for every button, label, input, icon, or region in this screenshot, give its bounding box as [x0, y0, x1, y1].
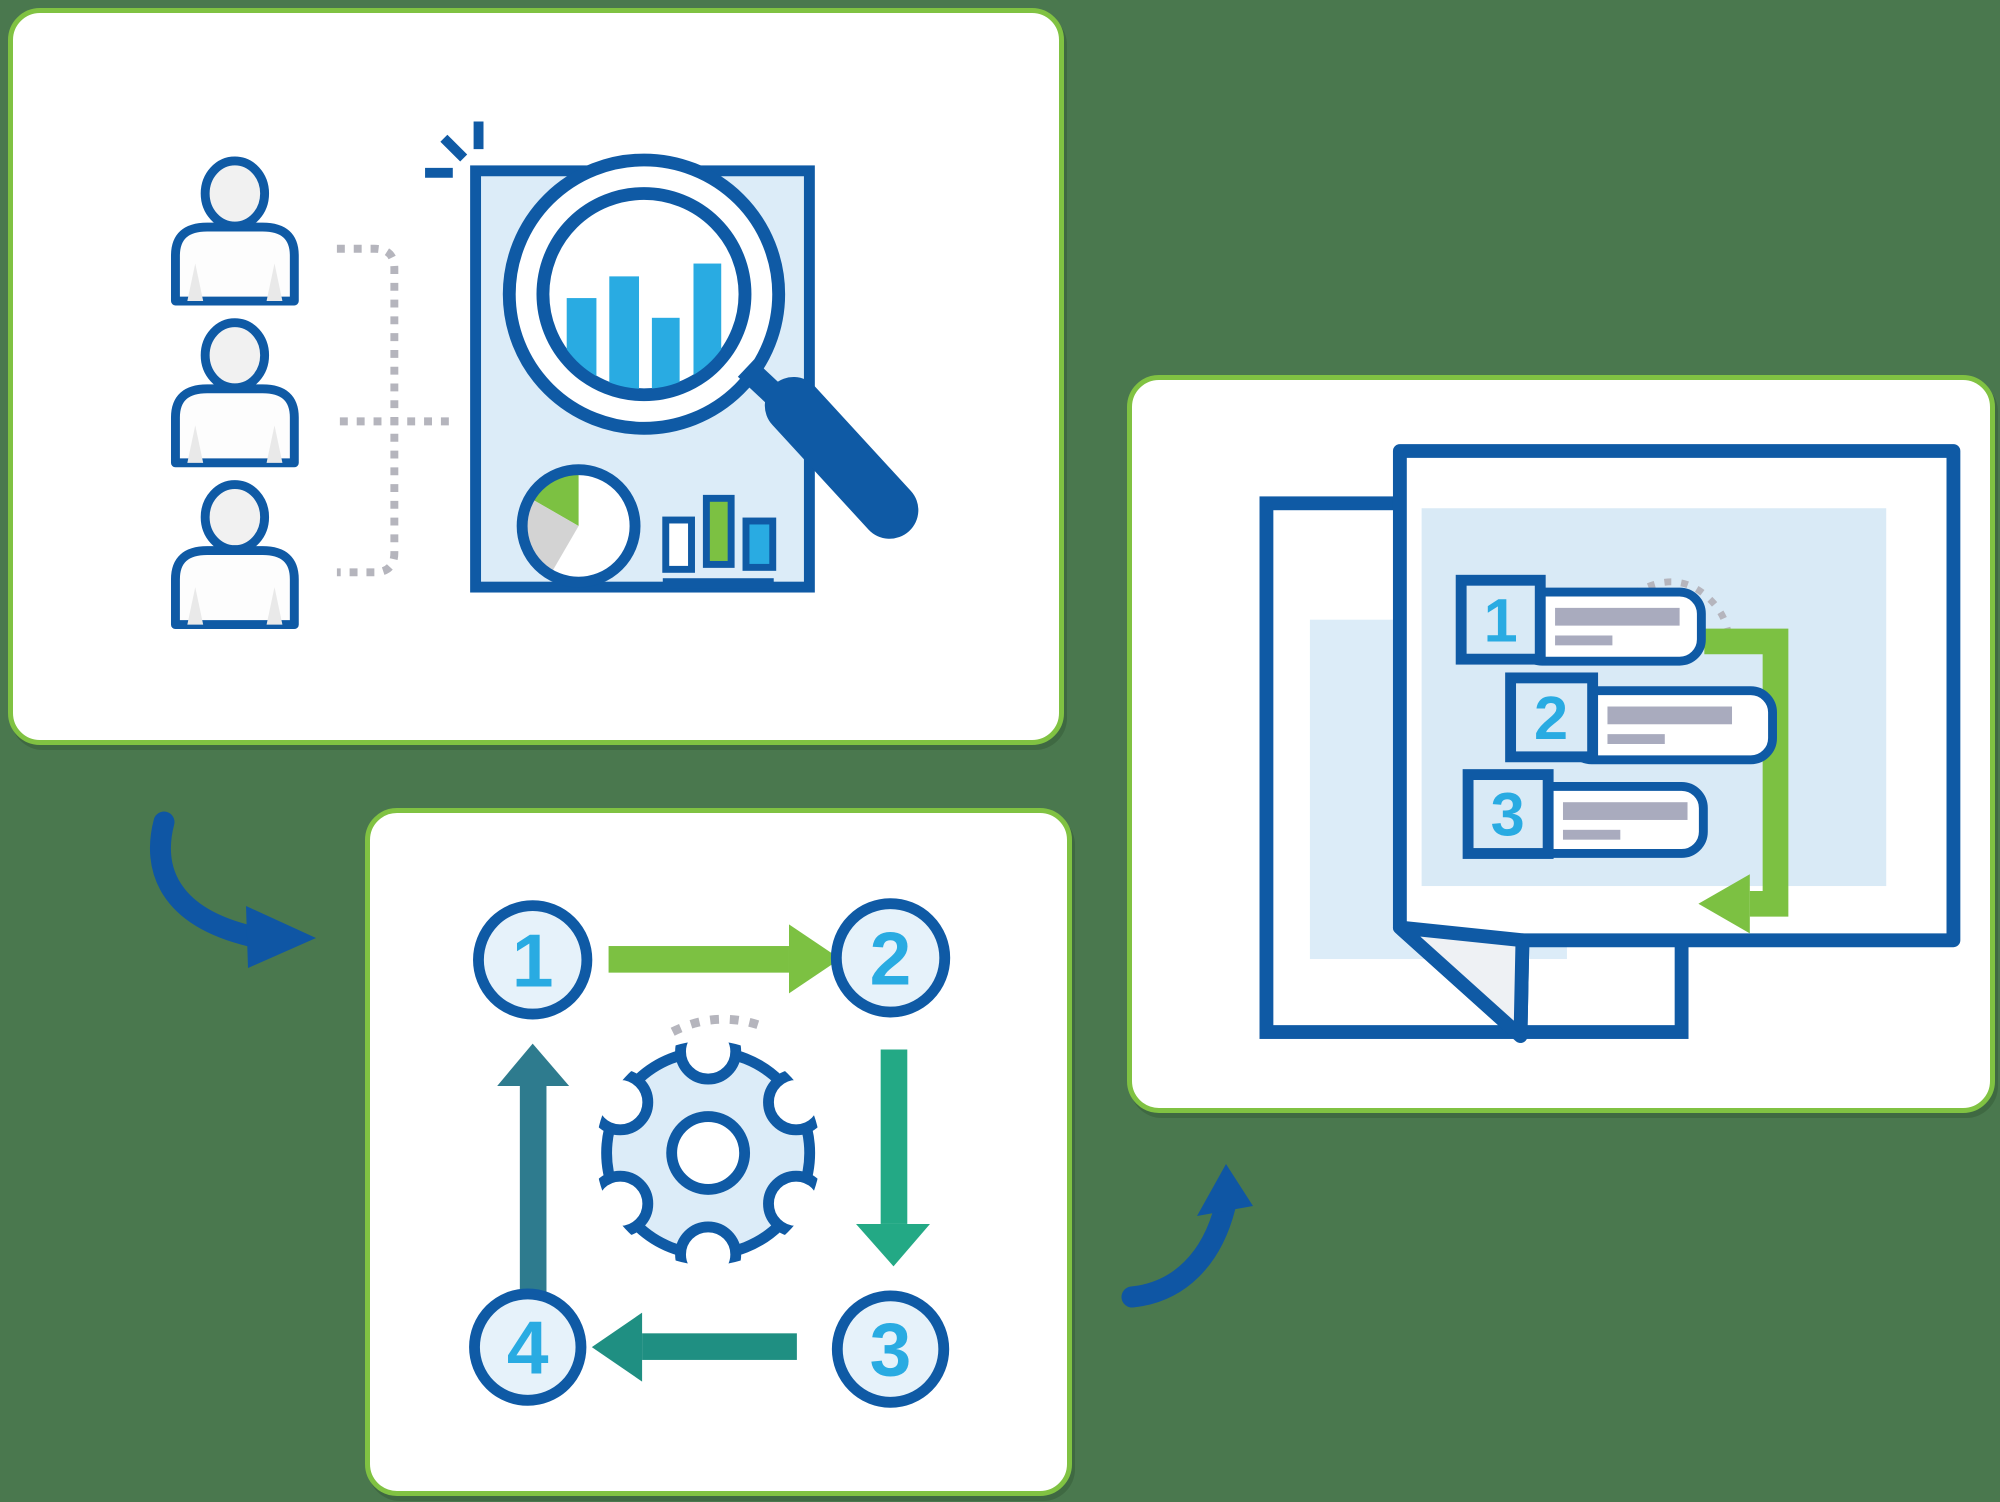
item-number-box [1462, 769, 1554, 859]
item-number-box [1455, 574, 1546, 665]
placeholder-bar [1562, 802, 1688, 820]
dotted-arc [1631, 578, 1733, 642]
step-number: 1 [512, 918, 554, 1002]
research-illustration [170, 121, 919, 630]
flow-arrow-down-icon [856, 1049, 930, 1267]
step-circle-3: 3 [831, 1290, 950, 1408]
curved-arrow-2-icon [1121, 1164, 1253, 1308]
item-number-box [1505, 672, 1599, 763]
step-number: 4 [507, 1306, 549, 1390]
people-group-icon [170, 156, 299, 630]
step-number: 3 [870, 1308, 912, 1392]
sparkle-icon [425, 121, 484, 178]
person-icon [170, 318, 299, 468]
placeholder-bar [1562, 829, 1621, 840]
dotted-connector [336, 244, 456, 577]
step-circle-4: 4 [469, 1288, 587, 1406]
person-icon [170, 156, 299, 306]
list-item-2: 2 [1505, 672, 1777, 765]
flow-arrow-up-icon [497, 1043, 570, 1296]
gear-icon [595, 1040, 821, 1266]
placeholder-bar [1607, 706, 1733, 725]
list-item-3: 3 [1462, 769, 1708, 859]
list-item-1: 1 [1455, 574, 1706, 666]
placeholder-bar [1555, 607, 1680, 626]
cycle-illustration: 1 2 3 4 [469, 898, 951, 1408]
cycle-card: 1 2 3 4 [365, 808, 1072, 1496]
magnifier-icon [502, 153, 919, 539]
flow-arrow-right-icon [608, 924, 841, 994]
person-icon [170, 480, 299, 630]
flow-arrow-left-icon [591, 1312, 797, 1382]
placeholder-bar [1607, 734, 1665, 744]
elbow-arrow-icon [1698, 628, 1789, 934]
placeholder-bar [1555, 635, 1613, 646]
research-card [8, 8, 1064, 745]
mini-bar-chart-icon [662, 494, 777, 589]
item-text-box [1565, 686, 1777, 765]
item-text-box [1516, 587, 1706, 666]
item-number: 2 [1534, 684, 1568, 752]
pie-chart-icon [516, 464, 641, 588]
step-circle-1: 1 [473, 900, 593, 1020]
item-number: 1 [1484, 586, 1518, 654]
step-circle-2: 2 [830, 898, 951, 1018]
step-number: 2 [870, 916, 912, 1000]
list-card: 1 2 3 [1127, 375, 1995, 1113]
dotted-arc [670, 1014, 763, 1036]
item-number: 3 [1491, 781, 1525, 849]
list-illustration: 1 2 3 [1259, 444, 1961, 1043]
curved-arrow-1-icon [150, 811, 316, 968]
